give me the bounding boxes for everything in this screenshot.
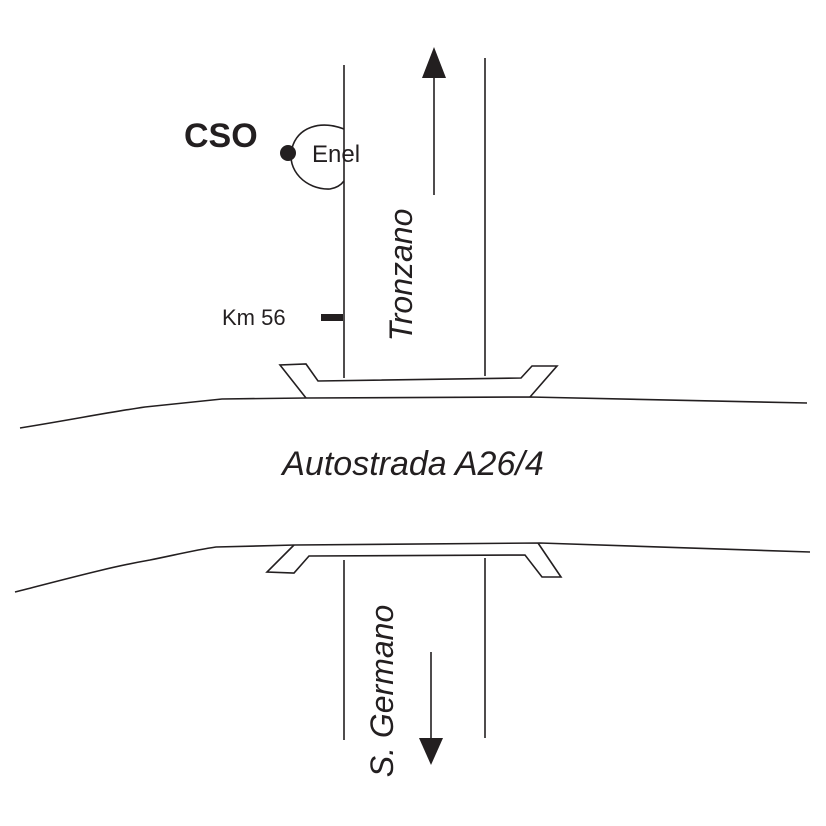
north-road [343, 58, 486, 378]
enel-site-outline [290, 124, 345, 190]
highway-upper-edge [19, 396, 808, 429]
km-marker-tick [321, 314, 343, 321]
highway-name: Autostrada A26/4 [280, 445, 543, 483]
north-overpass [278, 363, 559, 399]
south-town-label: S. Germano [364, 605, 400, 778]
highway [14, 396, 811, 593]
south-road [343, 558, 486, 740]
highway-lower-edge [14, 542, 811, 593]
km-marker-label: Km 56 [222, 305, 286, 330]
arrow-up-icon [422, 47, 446, 195]
cso-label: CSO [184, 117, 258, 155]
enel-label: Enel [312, 141, 360, 168]
location-dot-icon [280, 145, 296, 161]
north-town-label: Tronzano [383, 209, 419, 342]
arrow-down-icon [419, 652, 443, 765]
south-overpass [265, 542, 563, 578]
